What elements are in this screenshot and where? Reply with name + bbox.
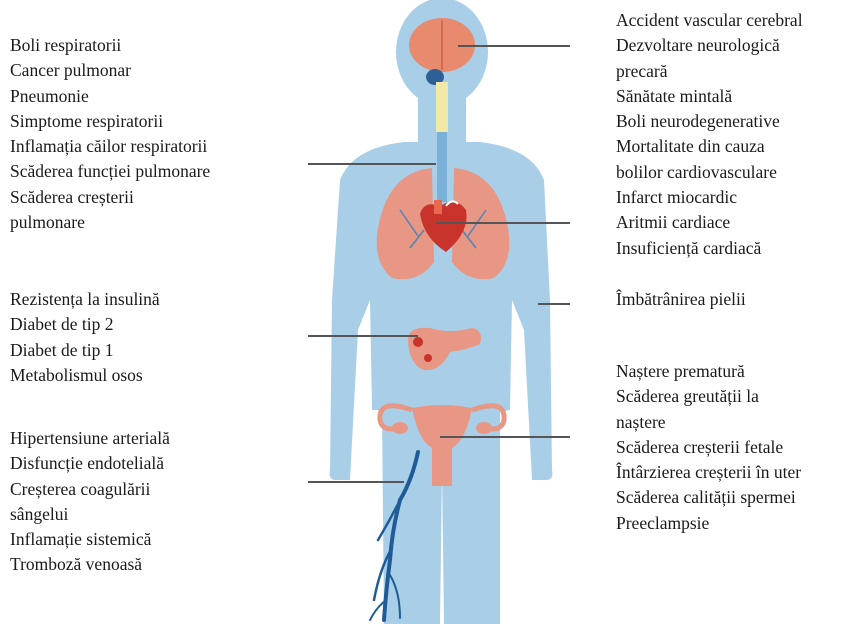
leader-line-brain <box>458 45 570 47</box>
respiratory-effects-list: Boli respiratorii Cancer pulmonar Pneumo… <box>10 33 210 235</box>
effect-item: Tromboză venoasă <box>10 552 170 577</box>
skin-effects-list: Îmbătrânirea pielii <box>616 287 746 312</box>
vascular-effects-list: Hipertensiune arterială Disfuncție endot… <box>10 426 170 578</box>
effect-item: Simptome respiratorii <box>10 109 210 134</box>
effect-item: Diabet de tip 2 <box>10 312 160 337</box>
effect-item: Boli respiratorii <box>10 33 210 58</box>
effect-item: pulmonare <box>10 210 210 235</box>
effect-item: Accident vascular cerebral <box>616 8 803 33</box>
effect-item: Naștere prematură <box>616 359 801 384</box>
leader-line-vascular <box>308 481 404 483</box>
effect-item: Creșterea coagulării <box>10 477 170 502</box>
effect-item: Boli neurodegenerative <box>616 109 803 134</box>
effect-item: sângelui <box>10 502 170 527</box>
effect-item: Preeclampsie <box>616 511 801 536</box>
leader-line-reproductive <box>440 436 570 438</box>
effect-item: Scăderea funcției pulmonare <box>10 159 210 184</box>
effect-item: Scăderea greutății la <box>616 384 801 409</box>
effect-item: Scăderea creșterii fetale <box>616 435 801 460</box>
brain-heart-effects-list: Accident vascular cerebral Dezvoltare ne… <box>616 8 803 261</box>
effect-item: naștere <box>616 410 801 435</box>
leader-line-heart <box>436 222 570 224</box>
effect-item: Inflamația căilor respiratorii <box>10 134 210 159</box>
effect-item: Hipertensiune arterială <box>10 426 170 451</box>
effect-item: Inflamație sistemică <box>10 527 170 552</box>
airway-icon <box>436 82 448 202</box>
effect-item: Îmbătrânirea pielii <box>616 287 746 312</box>
effect-item: Disfuncție endotelială <box>10 451 170 476</box>
leader-line-metabolic <box>308 335 418 337</box>
effect-item: Aritmii cardiace <box>616 210 803 235</box>
effect-item: Infarct miocardic <box>616 185 803 210</box>
effect-item: Insuficiență cardiacă <box>616 236 803 261</box>
effect-item: Diabet de tip 1 <box>10 338 160 363</box>
leader-line-respiratory <box>308 163 436 165</box>
effect-item: Rezistența la insulină <box>10 287 160 312</box>
effect-item: precară <box>616 59 803 84</box>
effect-item: Scăderea calității spermei <box>616 485 801 510</box>
effect-item: Scăderea creșterii <box>10 185 210 210</box>
effect-item: Mortalitate din cauza <box>616 134 803 159</box>
human-body-figure <box>300 0 572 624</box>
reproductive-effects-list: Naștere prematură Scăderea greutății la … <box>616 359 801 536</box>
effect-item: Sănătate mintală <box>616 84 803 109</box>
effect-item: Metabolismul osos <box>10 363 160 388</box>
effect-item: Pneumonie <box>10 84 210 109</box>
effect-item: Întârzierea creșterii în uter <box>616 460 801 485</box>
metabolic-effects-list: Rezistența la insulină Diabet de tip 2 D… <box>10 287 160 388</box>
leader-line-skin <box>538 303 570 305</box>
effect-item: bolilor cardiovasculare <box>616 160 803 185</box>
effect-item: Dezvoltare neurologică <box>616 33 803 58</box>
effect-item: Cancer pulmonar <box>10 58 210 83</box>
